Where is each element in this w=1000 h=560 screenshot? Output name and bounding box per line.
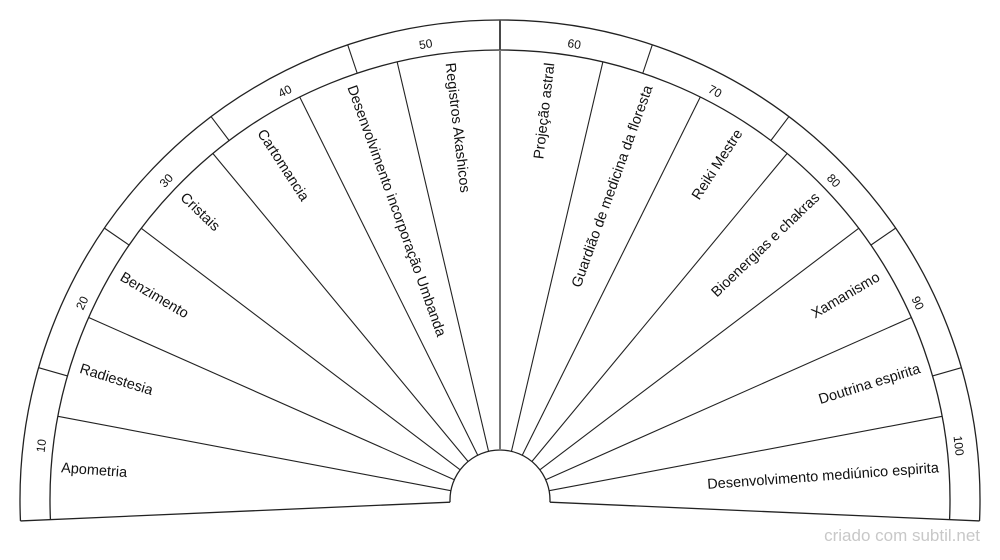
scale-tick: [642, 44, 653, 74]
scale-label: 20: [73, 294, 91, 312]
sector-label: Guardião de medicina da floresta: [569, 82, 657, 289]
scale-tick: [104, 227, 130, 246]
sector-divider: [140, 227, 461, 471]
sector-divider: [531, 153, 788, 462]
scale-label: 50: [418, 36, 434, 52]
sector-divider: [539, 227, 860, 471]
scale-label: 60: [567, 36, 583, 52]
scale-label: 10: [34, 438, 50, 453]
scale-label: 80: [824, 171, 844, 191]
sector-label: Desenvolvimento incorporação Umbanda: [343, 83, 449, 340]
sector-label: Bioenergias e chakras: [709, 190, 824, 301]
sector-divider: [57, 415, 451, 492]
sector-label: Apometria: [61, 460, 129, 481]
sector-divider: [549, 415, 943, 492]
scale-label: 70: [706, 82, 725, 101]
sector-label: Xamanismo: [809, 269, 883, 322]
sector-divider: [396, 61, 490, 452]
sector-divider: [510, 61, 604, 452]
scale-tick: [770, 116, 790, 141]
sector-divider: [88, 316, 455, 481]
scale-label: 30: [157, 171, 177, 191]
chart-edge-line: [549, 501, 980, 522]
sector-label: Doutrina espirita: [817, 361, 923, 408]
sector-divider: [521, 96, 701, 456]
scale-label: 40: [276, 82, 295, 101]
scale-tick: [932, 367, 962, 377]
sector-divider: [212, 153, 469, 462]
sector-label: Projeção astral: [531, 62, 558, 160]
scale-tick: [870, 227, 896, 246]
watermark: criado com subtil.net: [824, 526, 980, 545]
sector-divider: [299, 96, 479, 456]
scale-tick: [210, 116, 230, 141]
sector-label: Reiki Mestre: [689, 127, 746, 203]
sector-label: Radiestesia: [78, 361, 156, 399]
chart-edge-line: [20, 501, 451, 522]
sector-divider: [545, 316, 912, 481]
scale-tick: [38, 367, 68, 377]
sector-label: Desenvolvimento mediúnico espirita: [707, 460, 941, 493]
scale-label: 90: [909, 294, 927, 312]
sector-label: Cristais: [177, 190, 223, 235]
scale-tick: [347, 44, 358, 74]
scale-label: 100: [950, 435, 966, 457]
sector-label: Registros Akashicos: [442, 62, 473, 194]
sector-label: Benzimento: [117, 269, 191, 322]
sector-label: Cartomancia: [254, 127, 313, 205]
